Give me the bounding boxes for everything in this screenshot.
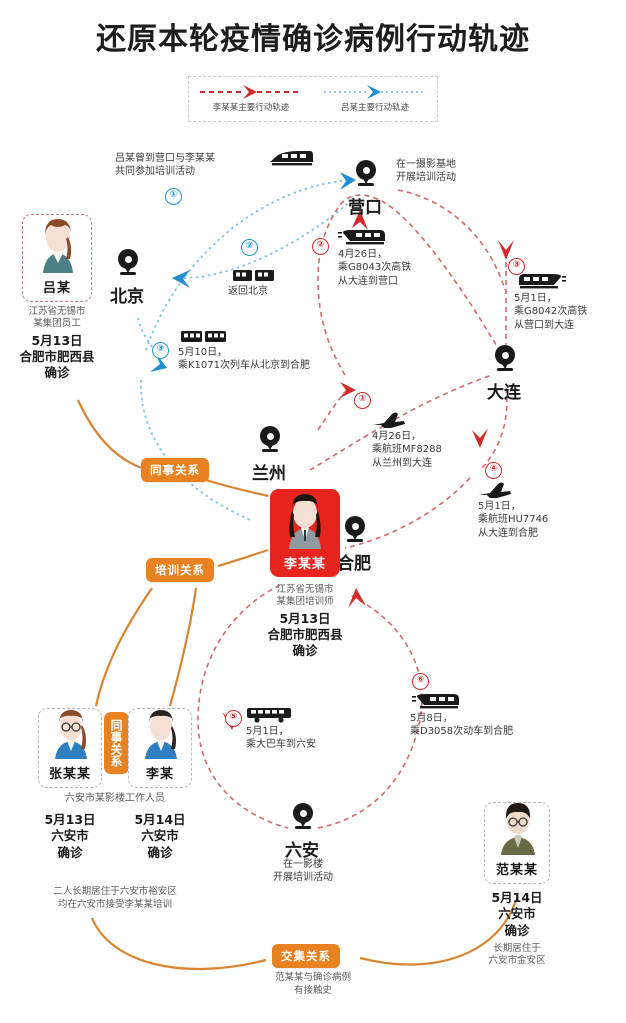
step-marker-li-4: ④ [485,462,502,479]
city-note-luan: 在一影楼 开展培训活动 [273,859,333,884]
city-label-hefei: 合肥 [337,554,371,574]
person-name-zhang: 张某某 [48,767,91,782]
train-icon [181,331,226,342]
relation-badge-colleague-pair: 同事关系 [104,712,129,774]
avatar-lv [23,215,91,277]
step-marker-li-2: ② [312,238,329,255]
legend-item-lv: 吕某主要行动轨迹 [323,85,427,113]
step-marker-lv-3: ③ [152,342,169,359]
annotation-li-yingkou-dalian: 5月1日， 乘G8042次高铁 从营口到大连 [514,293,588,331]
legend-label-lv: 吕某主要行动轨迹 [340,103,409,113]
high-speed-train-icon [519,274,566,289]
person-caption-zhang: 5月13日 六安市 确诊 [44,812,96,860]
avatar-fan [485,803,549,859]
person-name-fan: 范某某 [495,863,538,878]
legend-item-li: 李某某主要行动轨迹 [199,85,303,113]
person-card-lv[interactable]: 吕某 [22,214,92,302]
map-pin-beijing [118,249,138,275]
city-label-beijing: 北京 [110,287,144,307]
annotation-li-dalian-hefei: 5月1日， 乘航班HU7746 从大连到合肥 [478,501,549,539]
high-speed-train-icon [270,151,313,166]
relation-badge-contact: 交集关系 [272,944,340,968]
annotation-li-bus-luan: 5月1日， 乘大巴车到六安 [246,726,316,751]
relation-badge-colleague-top: 同事关系 [141,458,209,482]
step-marker-li-3: ③ [508,258,525,275]
train-icon [233,270,274,281]
high-speed-train-icon [338,230,385,245]
map-pin-yingkou [356,160,376,186]
person-name-li-trainer: 李某某 [283,557,326,572]
person-name-lv: 吕某 [42,281,71,296]
person-card-zhang[interactable]: 张某某 [38,708,102,788]
person-caption-li-trainer: 江苏省无锡市 某集团培训师 5月13日 合肥市肥西县 确诊 [267,584,343,659]
annotation-lv-return-beijing: 返回北京 [228,286,268,297]
relation-badge-training: 培训关系 [146,558,214,582]
legend-label-li: 李某某主要行动轨迹 [212,103,290,113]
pair-role-label: 六安市某影楼工作人员 [65,793,165,804]
avatar-zhang [39,709,101,763]
city-label-luan: 六安 [285,841,319,861]
avatar-li [129,709,191,763]
person-caption-li: 5月14日 六安市 确诊 [134,812,186,860]
step-marker-lv-1: ① [165,188,182,205]
city-note-yingkou: 在一摄影基地 开展培训活动 [396,159,456,184]
step-marker-li-1: ① [354,392,371,409]
city-label-lanzhou: 兰州 [252,464,286,484]
map-pin-luan [293,803,313,829]
annotation-lv-beijing-hefei: 5月10日， 乘K1071次列车从北京到合肥 [178,347,311,372]
city-label-dalian: 大连 [487,383,521,403]
person-caption-fan: 5月14日 六安市 确诊 长期居住于 六安市金安区 [488,890,546,967]
map-pin-hefei [345,516,365,542]
dotted-arrow-right-icon [324,85,426,99]
person-caption-lv: 江苏省无锡市 某集团员工 5月13日 合肥市肥西县 确诊 [19,306,95,381]
person-name-li: 李某 [145,767,174,782]
map-pin-lanzhou [260,426,280,452]
annotation-li-dalian-yingkou: 4月26日， 乘G8043次高铁 从大连到营口 [338,249,412,287]
page-title: 还原本轮疫情确诊病例行动轨迹 [96,22,530,57]
city-label-yingkou: 营口 [348,198,382,218]
annotation-li-luan-hefei: 5月8日， 乘D3058次动车到合肥 [410,713,514,738]
annotation-li-lanzhou-dalian: 4月26日， 乘航班MF8288 从兰州到大连 [372,431,442,469]
person-card-fan[interactable]: 范某某 [484,802,550,884]
step-marker-li-6: ⑥ [412,673,429,690]
legend: 李某某主要行动轨迹 吕某主要行动轨迹 [188,76,438,122]
avatar-li-trainer [270,489,340,553]
step-marker-li-5: ⑤ [225,710,242,727]
person-card-li[interactable]: 李某 [128,708,192,788]
airplane-icon [373,412,405,428]
map-pin-dalian [495,345,515,371]
airplane-icon [479,482,511,498]
bus-icon [247,708,291,723]
contact-relation-note: 范某某与确诊病例 有接触史 [274,972,351,996]
pair-residence-note: 二人长期居住于六安市裕安区 均在六安市接受李某某培训 [53,886,177,910]
high-speed-train-icon [412,694,459,709]
step-marker-lv-2: ② [241,239,258,256]
dashed-arrow-right-icon [200,85,302,99]
annotation-lv-yingkou: 吕某曾到营口与李某某 共同参加培训活动 [115,153,215,178]
person-card-li-trainer[interactable]: 李某某 [270,489,340,577]
